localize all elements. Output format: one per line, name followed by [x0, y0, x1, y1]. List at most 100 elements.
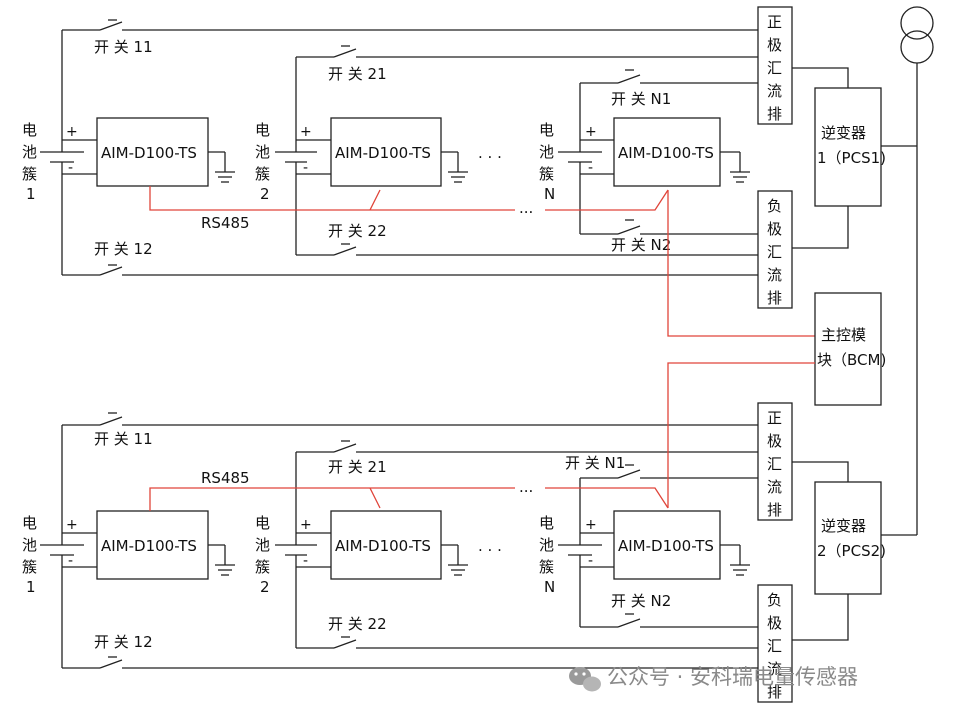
battery-label-char: 电: [539, 514, 554, 532]
switch-11-label: 开 关 11: [94, 38, 153, 56]
ground-icon: [441, 151, 468, 183]
positive-busbar: [757, 402, 793, 521]
switch-n1-label: 开 关 N1: [611, 90, 671, 108]
inverter-label: 2（PCS2): [817, 542, 886, 560]
aim-d100-ts-module: [613, 117, 721, 187]
battery-label-char: 1: [26, 185, 36, 203]
main-control-module-bcm: [814, 292, 882, 406]
switch-blade: [99, 659, 123, 669]
minus-sign: -: [68, 553, 73, 569]
inverter-label: 逆变器: [821, 124, 866, 142]
minus-sign: -: [303, 553, 308, 569]
busbar-char: 负: [767, 591, 782, 609]
module-label: AIM-D100-TS: [618, 144, 714, 162]
aim-d100-ts-module: [96, 117, 209, 187]
battery-label-char: 1: [26, 578, 36, 596]
aim-d100-ts-module: [330, 510, 442, 580]
busbar-char: 流: [767, 266, 782, 284]
busbar-char: 排: [767, 501, 782, 519]
switch-12-label: 开 关 12: [94, 240, 153, 258]
switch-blade: [333, 639, 357, 649]
plus-sign: +: [66, 517, 78, 533]
battery-label-char: 簇: [539, 165, 554, 183]
battery-label-char: 池: [22, 536, 37, 554]
rs485-dots: ...: [519, 478, 533, 496]
rs485-label: RS485: [201, 214, 250, 232]
busbar-char: 汇: [767, 243, 782, 261]
switch-21-label: 开 关 21: [328, 65, 387, 83]
battery-label-char: 2: [260, 185, 270, 203]
inverter-pcs2: [814, 481, 882, 595]
inverter-pcs1: [814, 87, 882, 207]
switch-blade: [617, 469, 641, 479]
inverter-label: 1（PCS1): [817, 149, 886, 167]
wechat-icon: [569, 667, 601, 692]
rs485-label: RS485: [201, 469, 250, 487]
battery-label-char: 2: [260, 578, 270, 596]
plus-sign: +: [585, 124, 597, 140]
aim-d100-ts-module: [330, 117, 442, 187]
rs485-bus: [545, 189, 669, 211]
watermark: 公众号 · 安科瑞电量传感器: [569, 665, 858, 692]
module-label: AIM-D100-TS: [618, 537, 714, 555]
ground-icon: [720, 544, 750, 576]
busbar-char: 极: [767, 614, 782, 632]
busbar-char: 排: [767, 683, 782, 701]
ground-icon: [441, 544, 468, 576]
section-1: + - 电 池 簇 1 AIM-D100-TS 开 关 11 开 关 12: [22, 6, 917, 337]
positive-busbar: [757, 6, 793, 125]
plus-sign: +: [300, 124, 312, 140]
switch-blade: [99, 21, 123, 31]
battery-label-char: 电: [255, 514, 270, 532]
negative-busbar: [757, 190, 793, 309]
battery-label-char: N: [544, 185, 555, 203]
switch-n2-label: 开 关 N2: [611, 592, 671, 610]
switch-22-label: 开 关 22: [328, 615, 387, 633]
battery-label-char: 池: [539, 143, 554, 161]
watermark-text: 公众号 · 安科瑞电量传感器: [607, 665, 858, 689]
busbar-char: 流: [767, 82, 782, 100]
ellipsis: . . .: [478, 144, 502, 162]
battery-label-char: 电: [22, 121, 37, 139]
battery-label-char: 簇: [255, 165, 270, 183]
battery-label-char: 池: [22, 143, 37, 161]
transformer-icon: [900, 6, 934, 535]
battery-label-char: N: [544, 578, 555, 596]
busbar-char: 正: [767, 13, 782, 31]
negative-busbar: [757, 584, 793, 703]
switch-blade: [333, 48, 357, 58]
busbar-char: 极: [767, 220, 782, 238]
battery-label-char: 簇: [22, 558, 37, 576]
ground-icon: [208, 151, 235, 183]
switch-blade: [617, 225, 641, 235]
switch-n2-label: 开 关 N2: [611, 236, 671, 254]
switch-blade: [99, 416, 123, 426]
battery-label-char: 电: [22, 514, 37, 532]
module-label: AIM-D100-TS: [335, 144, 431, 162]
module-label: AIM-D100-TS: [335, 537, 431, 555]
module-label: AIM-D100-TS: [101, 537, 197, 555]
plus-sign: +: [585, 517, 597, 533]
battery-label-char: 簇: [22, 165, 37, 183]
plus-sign: +: [66, 124, 78, 140]
battery-label-char: 簇: [255, 558, 270, 576]
rs485-to-bcm: [667, 362, 815, 508]
busbar-char: 排: [767, 105, 782, 123]
rs485-bus: [545, 487, 669, 509]
busbar-char: 极: [767, 36, 782, 54]
busbar-char: 流: [767, 660, 782, 678]
battery-cluster-1: + - 电 池 簇 1: [22, 425, 98, 668]
minus-sign: -: [68, 160, 73, 176]
battery-label-char: 池: [539, 536, 554, 554]
busbar-char: 汇: [767, 455, 782, 473]
battery-cluster-2: + - 电 池 簇 2: [255, 452, 332, 648]
plus-sign: +: [300, 517, 312, 533]
busbar-char: 正: [767, 409, 782, 427]
rs485-bus: [149, 487, 515, 511]
switch-11-label: 开 关 11: [94, 430, 153, 448]
busbar-char: 流: [767, 478, 782, 496]
busbar-char: 排: [767, 289, 782, 307]
ground-icon: [720, 151, 750, 183]
rs485-bus: [149, 186, 515, 211]
